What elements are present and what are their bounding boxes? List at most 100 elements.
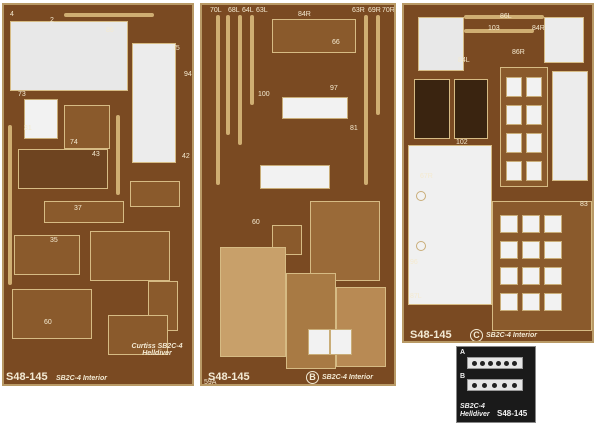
part-num: 73 xyxy=(18,91,26,98)
canopy-frame-2 xyxy=(544,17,584,63)
part-num: 37 xyxy=(74,205,82,212)
lever-group xyxy=(90,231,170,281)
mask-card-code: S48-145 xyxy=(497,409,528,418)
long-strip-2 xyxy=(116,115,120,195)
bulkhead-hole xyxy=(416,241,426,251)
part-num: 97 xyxy=(330,85,338,92)
tall-strip xyxy=(238,15,242,145)
top-strip xyxy=(464,29,534,33)
grid-cell xyxy=(506,77,522,97)
floor-cell xyxy=(500,267,518,285)
part-num: 87L xyxy=(410,293,422,300)
mask-dot xyxy=(492,383,497,388)
part-num: 63R xyxy=(352,7,365,14)
fret-code: S48-145 xyxy=(208,371,250,383)
seat-cutout xyxy=(24,99,58,139)
grid-cell xyxy=(506,161,522,181)
part-num: 100 xyxy=(258,91,270,98)
window-cross xyxy=(282,97,348,119)
part-num: 4 xyxy=(10,11,14,18)
fret-subtitle: SB2C-4 Interior xyxy=(56,375,107,382)
mask-dot xyxy=(488,361,493,366)
floor-cell xyxy=(500,293,518,311)
product-name: Curtiss SB2C-4 Helldiver xyxy=(131,343,183,357)
part-num: 70R xyxy=(382,7,395,14)
part-num: 35 xyxy=(50,237,58,244)
part-num: 69R xyxy=(368,7,381,14)
tall-strip xyxy=(226,15,230,135)
fret-middle: 70L 68L 64L 63L 84R 63R 69R 70R 66 97 10… xyxy=(200,3,396,386)
fret-left: 4 2 86 75 74 94 73 31 43 37 42 35 60 S48… xyxy=(2,3,194,386)
dark-panel xyxy=(414,79,450,139)
part-num: 68L xyxy=(228,7,240,14)
rear-bulkhead xyxy=(408,145,492,305)
mask-dot xyxy=(512,361,517,366)
fret-code: S48-145 xyxy=(6,371,48,383)
mask-dot xyxy=(472,383,477,388)
fret-subtitle: SB2C-4 Interior xyxy=(486,332,537,339)
part-num: 84L xyxy=(458,57,470,64)
part-num: 31 xyxy=(24,125,32,132)
mask-dot xyxy=(512,383,517,388)
mask-dot xyxy=(496,361,501,366)
part-num: 84R xyxy=(532,25,545,32)
radio-panel xyxy=(310,201,380,281)
cross-frame xyxy=(272,19,356,53)
mask-dot xyxy=(502,383,507,388)
fret-badge: B xyxy=(306,371,319,384)
canopy-frame xyxy=(418,17,464,71)
part-num: 86L xyxy=(500,13,512,20)
panel-window xyxy=(330,329,352,355)
tall-strip xyxy=(376,15,380,115)
part-num: 96 xyxy=(410,259,418,266)
part-num: 103 xyxy=(488,25,500,32)
part-num: 63L xyxy=(256,7,268,14)
seat-panel-large xyxy=(220,247,286,357)
mask-marker-b: B xyxy=(460,373,466,380)
dark-panel xyxy=(454,79,488,139)
grille-plate xyxy=(108,315,168,355)
grid-cell xyxy=(526,133,542,153)
mask-dot xyxy=(482,383,487,388)
part-num: 60 xyxy=(252,219,260,226)
part-num: 74 xyxy=(70,139,78,146)
floor-cell xyxy=(544,215,562,233)
part-num: 60 xyxy=(44,319,52,326)
mask-dot xyxy=(504,361,509,366)
fret-code: S48-145 xyxy=(410,329,452,341)
floor-cell xyxy=(544,241,562,259)
part-num: 75 xyxy=(172,45,180,52)
rudder-pedal-plate xyxy=(14,235,80,275)
part-num: 66 xyxy=(332,39,340,46)
panel-window xyxy=(308,329,330,355)
instrument-panel xyxy=(10,21,128,91)
top-strip xyxy=(464,15,544,19)
floor-cell xyxy=(522,241,540,259)
grid-cell xyxy=(526,161,542,181)
part-num: 86R xyxy=(512,49,525,56)
bulkhead-hole xyxy=(416,191,426,201)
tall-strip xyxy=(216,15,220,185)
floor-cell xyxy=(544,293,562,311)
floor-cell xyxy=(522,215,540,233)
frame-bracket xyxy=(130,181,180,207)
part-num: 42 xyxy=(182,153,190,160)
part-num: 70L xyxy=(210,7,222,14)
mask-sheet-b xyxy=(467,379,523,391)
floor-cell xyxy=(500,215,518,233)
part-num: 43 xyxy=(92,151,100,158)
fret-badge: C xyxy=(470,329,483,341)
grid-cell xyxy=(526,105,542,125)
floor-cell xyxy=(544,267,562,285)
mask-dot xyxy=(472,361,477,366)
gun-mount-plate xyxy=(272,225,302,255)
mask-marker-a: A xyxy=(460,349,466,356)
part-num: 84R xyxy=(298,11,311,18)
part-num: 64L xyxy=(242,7,254,14)
mask-dot xyxy=(480,361,485,366)
grid-cell xyxy=(506,133,522,153)
part-num: 83 xyxy=(580,201,588,208)
part-num: 102 xyxy=(456,139,468,146)
console-plate xyxy=(18,149,108,189)
tall-strip xyxy=(364,15,368,185)
